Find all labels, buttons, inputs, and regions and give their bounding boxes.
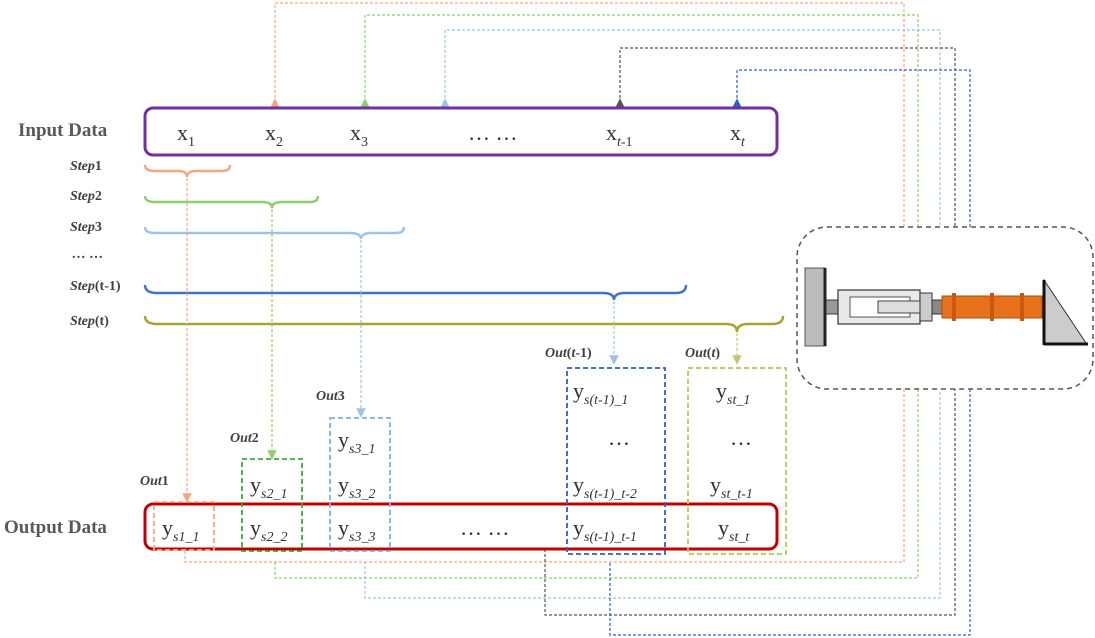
- svg-text:x3: x3: [350, 120, 368, 150]
- svg-text:ys(t-1)_t-1: ys(t-1)_t-1: [573, 515, 637, 545]
- out-labels: Out1 Out2 Out3 Out(t-1) Out(t): [140, 346, 720, 489]
- svg-text:Step1: Step1: [70, 159, 102, 174]
- svg-text:Out(t-1): Out(t-1): [545, 346, 592, 361]
- svg-text:…: …: [608, 425, 630, 450]
- svg-text:Step(t-1): Step(t-1): [70, 279, 121, 294]
- svg-text:xt-1: xt-1: [606, 120, 633, 150]
- input-data-label: Input Data: [18, 120, 108, 141]
- svg-text:ys3_1: ys3_1: [338, 427, 375, 457]
- svg-text:ys3_2: ys3_2: [338, 472, 375, 502]
- svg-text:…: …: [730, 425, 752, 450]
- input-data-box: [143, 106, 779, 157]
- svg-text:Out2: Out2: [230, 431, 259, 446]
- svg-text:x1: x1: [177, 120, 195, 150]
- svg-text:xt: xt: [730, 120, 746, 150]
- svg-text:yst_t-1: yst_t-1: [710, 472, 753, 502]
- svg-text:Out3: Out3: [316, 389, 345, 404]
- svg-text:ys(t-1)_t-2: ys(t-1)_t-2: [573, 472, 637, 502]
- svg-text:Out(t): Out(t): [685, 346, 720, 361]
- svg-text:yst_t: yst_t: [718, 515, 750, 545]
- step-braces: [143, 164, 785, 333]
- svg-text:ys1_1: ys1_1: [162, 515, 199, 545]
- output-data-label: Output Data: [4, 517, 107, 538]
- svg-text:Step3: Step3: [70, 220, 102, 235]
- svg-text:… …: … …: [468, 120, 518, 145]
- svg-text:ys2_1: ys2_1: [250, 472, 287, 502]
- actuator-illustration: [796, 226, 1094, 390]
- svg-text:ys(t-1)_1: ys(t-1)_1: [573, 378, 628, 408]
- svg-text:Out1: Out1: [140, 474, 169, 489]
- svg-text:… …: … …: [460, 515, 510, 540]
- output-data-box: [143, 502, 779, 551]
- svg-text:ys2_2: ys2_2: [250, 515, 287, 545]
- output-column-boxes: [153, 367, 787, 555]
- step-to-output-arrows: [182, 178, 742, 503]
- input-variables: x1 x2 x3 … … xt-1 xt: [177, 120, 746, 150]
- svg-text:yst_1: yst_1: [716, 378, 750, 408]
- svg-text:x2: x2: [265, 120, 283, 150]
- svg-text:… …: … …: [72, 247, 104, 262]
- svg-text:Step2: Step2: [70, 189, 102, 204]
- step-labels: Step1 Step2 Step3 … … Step(t-1) Step(t): [70, 159, 121, 329]
- svg-text:ys3_3: ys3_3: [338, 515, 375, 545]
- output-variables: ys1_1 ys2_1 ys2_2 ys3_1 ys3_2 ys3_3 … … …: [162, 378, 753, 545]
- svg-text:Step(t): Step(t): [70, 314, 109, 329]
